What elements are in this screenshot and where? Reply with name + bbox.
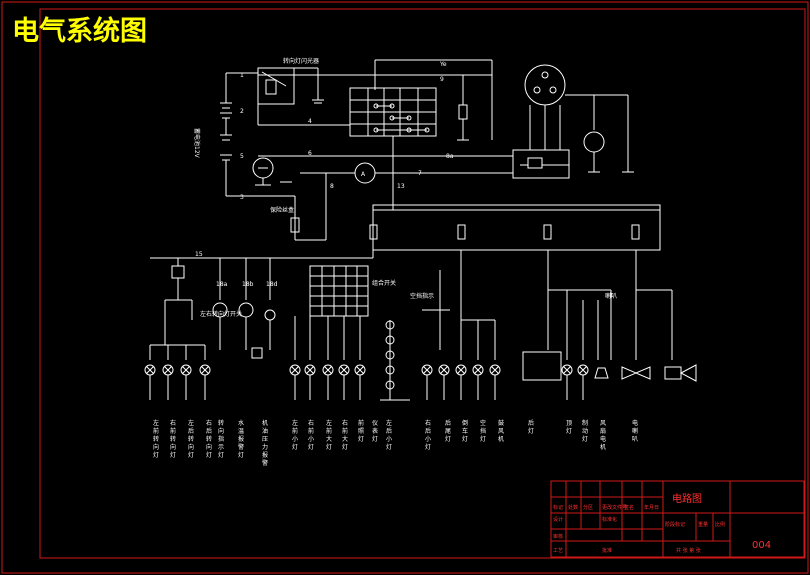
svg-text:比例: 比例 [715,521,725,528]
svg-text:5: 5 [240,153,244,160]
svg-text:阶段标记: 阶段标记 [665,521,685,528]
component-label: 水温报警灯 [238,419,244,459]
component-label: 右后转向灯 [206,419,212,459]
battery-label: 蓄电池12V [193,128,201,159]
component-label: 制动灯 [582,419,588,443]
component-label: 后尾灯 [445,419,451,443]
svg-text:重量: 重量 [698,521,708,528]
component-label: 右前小灯 [308,419,314,451]
neutral-label: 空挡指示 [410,292,434,300]
lower-circuit: 15 左右转向灯开关 18a 18b 18d [149,250,697,401]
tb-row1: 标记 [553,504,563,511]
component-label: 机油压力报警 [262,419,268,467]
component-label: 左后小灯 [386,419,392,451]
svg-text:分区: 分区 [583,504,593,511]
component-label: 前照灯 [358,419,364,443]
component-label: 倒车灯 [462,419,468,443]
fuse-box [372,204,661,251]
component-label: 右后小灯 [425,419,431,451]
svg-text:1: 1 [240,72,244,79]
flasher-label: 转向灯闪光器 [283,57,319,65]
combo-switch-table [309,265,369,317]
svg-text:15: 15 [195,251,203,258]
svg-text:签名: 签名 [624,504,634,511]
drawing-number: 004 [752,540,771,551]
svg-text:标准化: 标准化 [602,516,617,523]
svg-text:Ye: Ye [439,61,447,68]
fuse-label: 保险丝盒 [270,206,294,214]
svg-text:7: 7 [418,170,422,177]
svg-text:2: 2 [240,108,244,115]
svg-text:审核: 审核 [553,533,563,540]
component-label: 顶灯 [566,420,572,435]
speaker-label: 喇叭 [605,292,617,300]
svg-text:6: 6 [308,150,312,157]
drawing-name: 电路图 [672,492,702,505]
svg-text:4: 4 [308,118,312,125]
svg-text:18b: 18b [242,281,254,288]
svg-text:处数: 处数 [568,504,578,511]
svg-text:设计: 设计 [553,516,563,523]
svg-text:18a: 18a [216,281,228,288]
component-label: 右前转向灯 [170,419,176,459]
component-label: 后灯 [528,419,534,435]
svg-text:8: 8 [330,183,334,190]
component-label: 仪表灯 [372,420,378,443]
title-block: 电路图 004 标记 处数 分区 更改文件号 签名 年月日 设计 标准化 阶段标… [550,480,805,558]
lamp-row [144,364,589,400]
svg-text:更改文件号: 更改文件号 [602,504,627,511]
svg-text:批准: 批准 [602,547,612,554]
component-label: 鼓风机 [498,419,504,443]
horn-circle [583,131,605,153]
component-label: 左前小灯 [292,419,298,451]
svg-text:年月日: 年月日 [644,504,659,511]
svg-text:9: 9 [440,76,444,83]
svg-text:13: 13 [397,183,405,190]
component-label: 转向指示灯 [218,419,224,459]
combo-label: 组合开关 [372,279,396,287]
svg-text:A: A [361,171,366,178]
turn-switch-label: 左右转向灯开关 [200,310,242,318]
ignition-switch-table [349,87,437,137]
top-circuit: 蓄电池12V 1 转向灯闪光器 2 3 4 Ye 9 [193,57,661,251]
svg-text:共 张 第 张: 共 张 第 张 [676,547,701,554]
svg-text:8a: 8a [446,153,454,160]
diagram-title: 电气系统图 [12,15,147,47]
component-label: 左后转向灯 [188,419,194,459]
component-label: 电喇叭 [632,419,638,443]
component-label: 左前大灯 [326,419,332,451]
inner-border [39,8,806,559]
svg-text:18d: 18d [266,281,278,288]
component-label: 空挡灯 [480,419,486,443]
component-label: 右前大灯 [342,419,348,451]
svg-text:3: 3 [240,194,244,201]
svg-text:工艺: 工艺 [553,548,563,554]
alternator [524,64,566,106]
component-label: 风扇电机 [600,420,606,451]
component-label: 左前转向灯 [153,419,159,459]
